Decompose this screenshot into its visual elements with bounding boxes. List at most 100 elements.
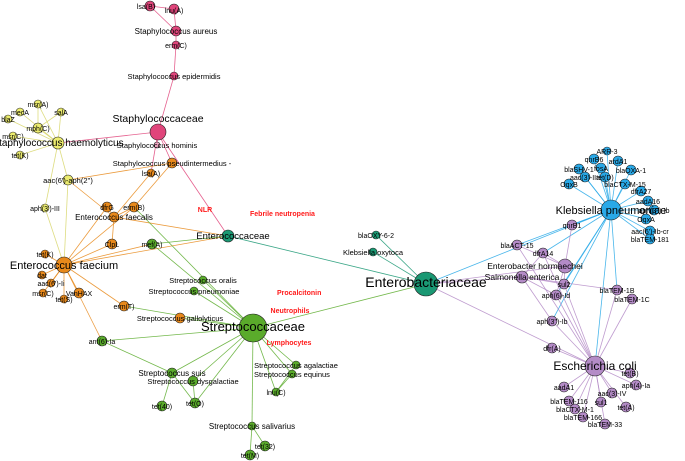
node-st-oralis[interactable] [198, 275, 208, 285]
node-dfr-g[interactable] [101, 201, 113, 213]
node-msr-c2[interactable] [38, 288, 48, 298]
node-qnr-b1[interactable] [566, 219, 578, 231]
node-tet-32[interactable] [259, 440, 271, 452]
node-salmonella[interactable] [515, 270, 529, 284]
node-aac3-iv[interactable] [606, 387, 618, 399]
node-e-faecalis[interactable] [108, 211, 120, 223]
node-dfr-a[interactable] [546, 342, 558, 354]
node-lsa-b[interactable] [144, 0, 156, 12]
node-tet-s[interactable] [59, 294, 69, 304]
node-bla-act[interactable] [511, 239, 523, 251]
node-aac3-iia[interactable] [579, 171, 591, 183]
node-tet-m[interactable] [244, 449, 256, 461]
edge-aac_aph-s_pseud [67, 162, 173, 181]
node-msr-a[interactable] [33, 99, 43, 109]
label-k-pneumo: Klebsiella pneumoniae [556, 205, 667, 217]
node-lnu-c[interactable] [271, 387, 281, 397]
node-dfr-a14[interactable] [537, 247, 549, 259]
node-lnu-a-top[interactable] [168, 3, 180, 15]
node-mec-a[interactable] [15, 107, 25, 117]
node-bla-tem166[interactable] [577, 411, 589, 423]
node-tet-b[interactable] [624, 367, 636, 379]
node-sul2[interactable] [558, 278, 570, 290]
node-aph6-id[interactable] [550, 289, 562, 301]
node-erm-t[interactable] [118, 300, 130, 312]
node-erm-b[interactable] [128, 201, 140, 213]
node-e-hormae[interactable] [557, 258, 573, 274]
node-bla-tem33[interactable] [599, 418, 611, 430]
node-st-saliv[interactable] [247, 421, 257, 431]
node-fos-a[interactable] [595, 162, 607, 174]
node-strep-hub[interactable] [238, 313, 268, 343]
node-st-agal[interactable] [291, 360, 301, 370]
node-bla-tem181[interactable] [644, 233, 656, 245]
label-mec-a: mecA [11, 110, 29, 117]
node-st-suis[interactable] [166, 367, 178, 379]
node-aph4-ia[interactable] [630, 379, 642, 391]
node-e-coli[interactable] [584, 355, 606, 377]
node-aad-a16[interactable] [642, 195, 654, 207]
node-bla-ctxm1[interactable] [569, 403, 581, 415]
node-st-gallo[interactable] [174, 312, 186, 324]
node-st-pneumo[interactable] [189, 286, 199, 296]
node-aph3-ib[interactable] [648, 204, 660, 216]
node-bla-tem116[interactable] [563, 395, 575, 407]
node-ard-a1[interactable] [612, 155, 624, 167]
node-entero-hub[interactable] [413, 271, 439, 297]
node-k-pneumo[interactable] [600, 199, 622, 221]
node-bla-z[interactable] [3, 114, 13, 124]
node-dat[interactable] [37, 270, 47, 280]
node-bla-oxa1[interactable] [625, 164, 637, 176]
node-sul1[interactable] [595, 396, 607, 408]
node-dfr-a27[interactable] [635, 185, 647, 197]
node-oqx-a[interactable] [640, 213, 652, 225]
node-tet-a[interactable] [620, 401, 632, 413]
node-bla-ctxm15[interactable] [619, 178, 631, 190]
node-oqx-b[interactable] [563, 178, 575, 190]
node-lsa-a[interactable] [146, 168, 156, 178]
node-aad-a1[interactable] [558, 381, 570, 393]
node-aac-aph[interactable] [62, 174, 74, 186]
node-s-pseud[interactable] [166, 157, 178, 169]
node-arr3[interactable] [602, 146, 612, 156]
label-s-pseud: Staphylococcus pseudintermedius - [113, 159, 232, 168]
edge-aac_aph-e_faecium [63, 179, 69, 266]
node-k-oxytoca[interactable] [368, 247, 378, 257]
node-s-haemo[interactable] [51, 136, 65, 150]
label-tet-32: tet(32) [255, 444, 275, 451]
node-tet-k[interactable] [40, 249, 50, 259]
node-qnr-b6[interactable] [588, 153, 600, 165]
node-sal-a[interactable] [56, 107, 66, 117]
edge-strep_hub-st_saliv [251, 327, 254, 427]
node-tet-40[interactable] [156, 400, 168, 412]
node-cfr[interactable] [106, 238, 118, 250]
node-st-equinus[interactable] [287, 369, 297, 379]
node-s-epidermidis[interactable] [169, 71, 179, 81]
node-mef-a[interactable] [146, 238, 158, 250]
node-tet-o[interactable] [189, 397, 201, 409]
node-ant6-ia[interactable] [96, 335, 108, 347]
node-mph-c[interactable] [32, 122, 44, 134]
node-s-aureus[interactable] [170, 25, 182, 37]
label-fos-a: fosA [594, 166, 608, 173]
node-aph3-ib2[interactable] [546, 315, 558, 327]
node-vanhax[interactable] [73, 287, 85, 299]
node-staph-hub[interactable] [149, 123, 167, 141]
node-bla-shv[interactable] [573, 163, 585, 175]
node-bla-oxy[interactable] [371, 230, 381, 240]
node-erm-c-top[interactable] [171, 40, 181, 50]
node-aph3-iii[interactable] [40, 203, 50, 213]
node-msr-c[interactable] [8, 131, 18, 141]
node-aac6-ii[interactable] [46, 278, 56, 288]
node-e-faecium[interactable] [55, 256, 73, 274]
label-e-faecalis: Enterococcus faecalis [75, 213, 153, 222]
node-tet-k-top[interactable] [15, 150, 25, 160]
node-tet-d[interactable] [599, 171, 611, 183]
node-s-hominis[interactable] [153, 141, 161, 149]
node-st-dysga[interactable] [187, 375, 199, 387]
label-k-oxytoca: Klebsiella oxytoca [343, 248, 404, 257]
node-bla-tem1c[interactable] [626, 293, 638, 305]
node-bla-tem1b[interactable] [611, 284, 623, 296]
label-sul2: sul2 [558, 282, 571, 289]
node-ecc-hub[interactable] [221, 229, 235, 243]
